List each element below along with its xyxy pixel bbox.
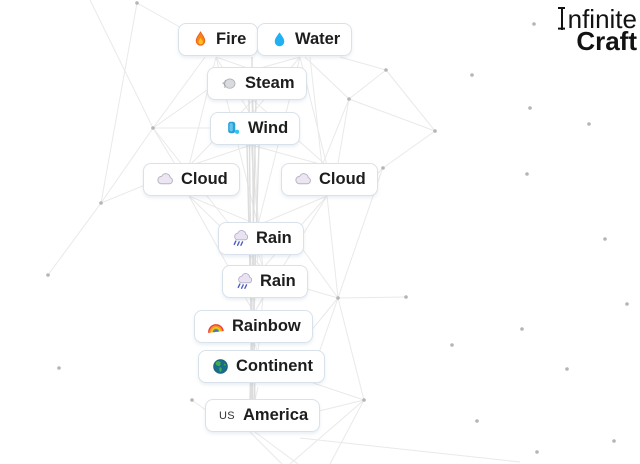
graph-dot bbox=[362, 398, 366, 402]
cloud-icon bbox=[293, 170, 313, 190]
element-pill-america[interactable]: US America bbox=[205, 399, 321, 432]
graph-edge bbox=[326, 195, 339, 299]
rain-icon bbox=[234, 272, 254, 292]
graph-edge bbox=[385, 69, 436, 132]
graph-edge bbox=[100, 182, 151, 204]
graph-dot bbox=[535, 450, 539, 454]
graph-dot bbox=[525, 172, 529, 176]
graph-edge bbox=[100, 2, 138, 204]
steam-icon bbox=[219, 74, 239, 94]
element-label: America bbox=[243, 406, 309, 424]
graph-dot bbox=[532, 22, 536, 26]
app-logo: nfinite Craft bbox=[558, 4, 637, 56]
cloud-icon bbox=[155, 170, 175, 190]
element-pill-rainbow[interactable]: Rainbow bbox=[194, 310, 313, 343]
graph-edge bbox=[89, 0, 154, 129]
element-pill-continent[interactable]: Continent bbox=[198, 350, 325, 383]
graph-edge bbox=[329, 399, 365, 464]
graph-dot bbox=[603, 237, 607, 241]
logo-craft: Craft bbox=[576, 26, 637, 56]
element-label: Cloud bbox=[181, 170, 228, 188]
graph-dot bbox=[190, 398, 194, 402]
graph-edge bbox=[337, 297, 365, 401]
flag-us-icon: US bbox=[218, 409, 236, 422]
element-pill-cloud-1[interactable]: Cloud bbox=[143, 163, 240, 196]
graph-edge bbox=[382, 130, 436, 169]
water-icon bbox=[269, 30, 289, 50]
logo-infinite-text: nfinite bbox=[567, 4, 637, 34]
graph-edge bbox=[321, 98, 350, 167]
element-pill-fire[interactable]: Fire bbox=[178, 23, 259, 56]
fire-icon bbox=[190, 30, 210, 50]
graph-dot bbox=[565, 367, 569, 371]
graph-edge bbox=[188, 144, 252, 167]
graph-dot bbox=[151, 126, 155, 130]
graph-edge bbox=[337, 98, 350, 164]
element-label: Rain bbox=[260, 272, 296, 290]
graph-edge bbox=[152, 87, 211, 129]
element-label: Wind bbox=[248, 119, 289, 137]
graph-edge bbox=[348, 69, 387, 100]
graph-edge bbox=[188, 195, 259, 226]
graph-dot bbox=[336, 296, 340, 300]
graph-edge bbox=[304, 56, 350, 100]
graph-dot bbox=[57, 366, 61, 370]
element-pill-rain-2[interactable]: Rain bbox=[222, 265, 308, 298]
graph-dot bbox=[470, 73, 474, 77]
element-label: Fire bbox=[216, 30, 247, 48]
graph-edge bbox=[289, 399, 365, 464]
logo-infinite: nfinite bbox=[558, 4, 637, 34]
element-label: Rainbow bbox=[232, 317, 301, 335]
element-pill-cloud-2[interactable]: Cloud bbox=[281, 163, 378, 196]
graph-dot bbox=[347, 97, 351, 101]
graph-dot bbox=[433, 129, 437, 133]
graph-edge bbox=[249, 431, 283, 464]
element-pill-wind[interactable]: Wind bbox=[210, 112, 301, 145]
graph-edge bbox=[309, 56, 323, 167]
graph-dot bbox=[135, 1, 139, 5]
graph-edge bbox=[257, 195, 328, 226]
graph-dot bbox=[528, 106, 532, 110]
graph-edge bbox=[152, 56, 206, 129]
graph-edge bbox=[250, 144, 328, 167]
element-label: Water bbox=[295, 30, 341, 48]
graph-dot bbox=[587, 122, 591, 126]
graph-dot bbox=[381, 166, 385, 170]
graph-edge bbox=[309, 297, 339, 333]
wind-icon bbox=[222, 119, 242, 139]
graph-dot bbox=[46, 273, 50, 277]
graph-dot bbox=[99, 201, 103, 205]
rainbow-icon bbox=[206, 317, 226, 337]
element-pill-steam[interactable]: Steam bbox=[207, 67, 307, 100]
text-cursor-icon bbox=[558, 6, 567, 31]
graph-edge bbox=[348, 98, 436, 132]
continent-icon bbox=[210, 357, 230, 377]
element-label: Rain bbox=[256, 229, 292, 247]
graph-edge bbox=[191, 399, 208, 412]
graph-dot bbox=[450, 343, 454, 347]
graph-edge bbox=[339, 56, 387, 71]
graph-dot bbox=[612, 439, 616, 443]
graph-edge bbox=[337, 296, 407, 299]
graph-edge bbox=[47, 202, 102, 276]
graph-edge bbox=[254, 431, 299, 464]
element-pill-water[interactable]: Water bbox=[257, 23, 353, 56]
graph-edge bbox=[312, 382, 365, 401]
element-label: Continent bbox=[236, 357, 313, 375]
graph-dot bbox=[475, 419, 479, 423]
element-pill-rain-1[interactable]: Rain bbox=[218, 222, 304, 255]
graph-dot bbox=[520, 327, 524, 331]
graph-edge bbox=[100, 127, 154, 204]
rain-icon bbox=[230, 229, 250, 249]
graph-edge bbox=[152, 127, 177, 167]
graph-edge bbox=[254, 386, 259, 401]
element-label: Steam bbox=[245, 74, 295, 92]
graph-dot bbox=[384, 68, 388, 72]
element-label: Cloud bbox=[319, 170, 366, 188]
graph-dot bbox=[625, 302, 629, 306]
graph-edge bbox=[299, 437, 521, 463]
graph-dot bbox=[404, 295, 408, 299]
